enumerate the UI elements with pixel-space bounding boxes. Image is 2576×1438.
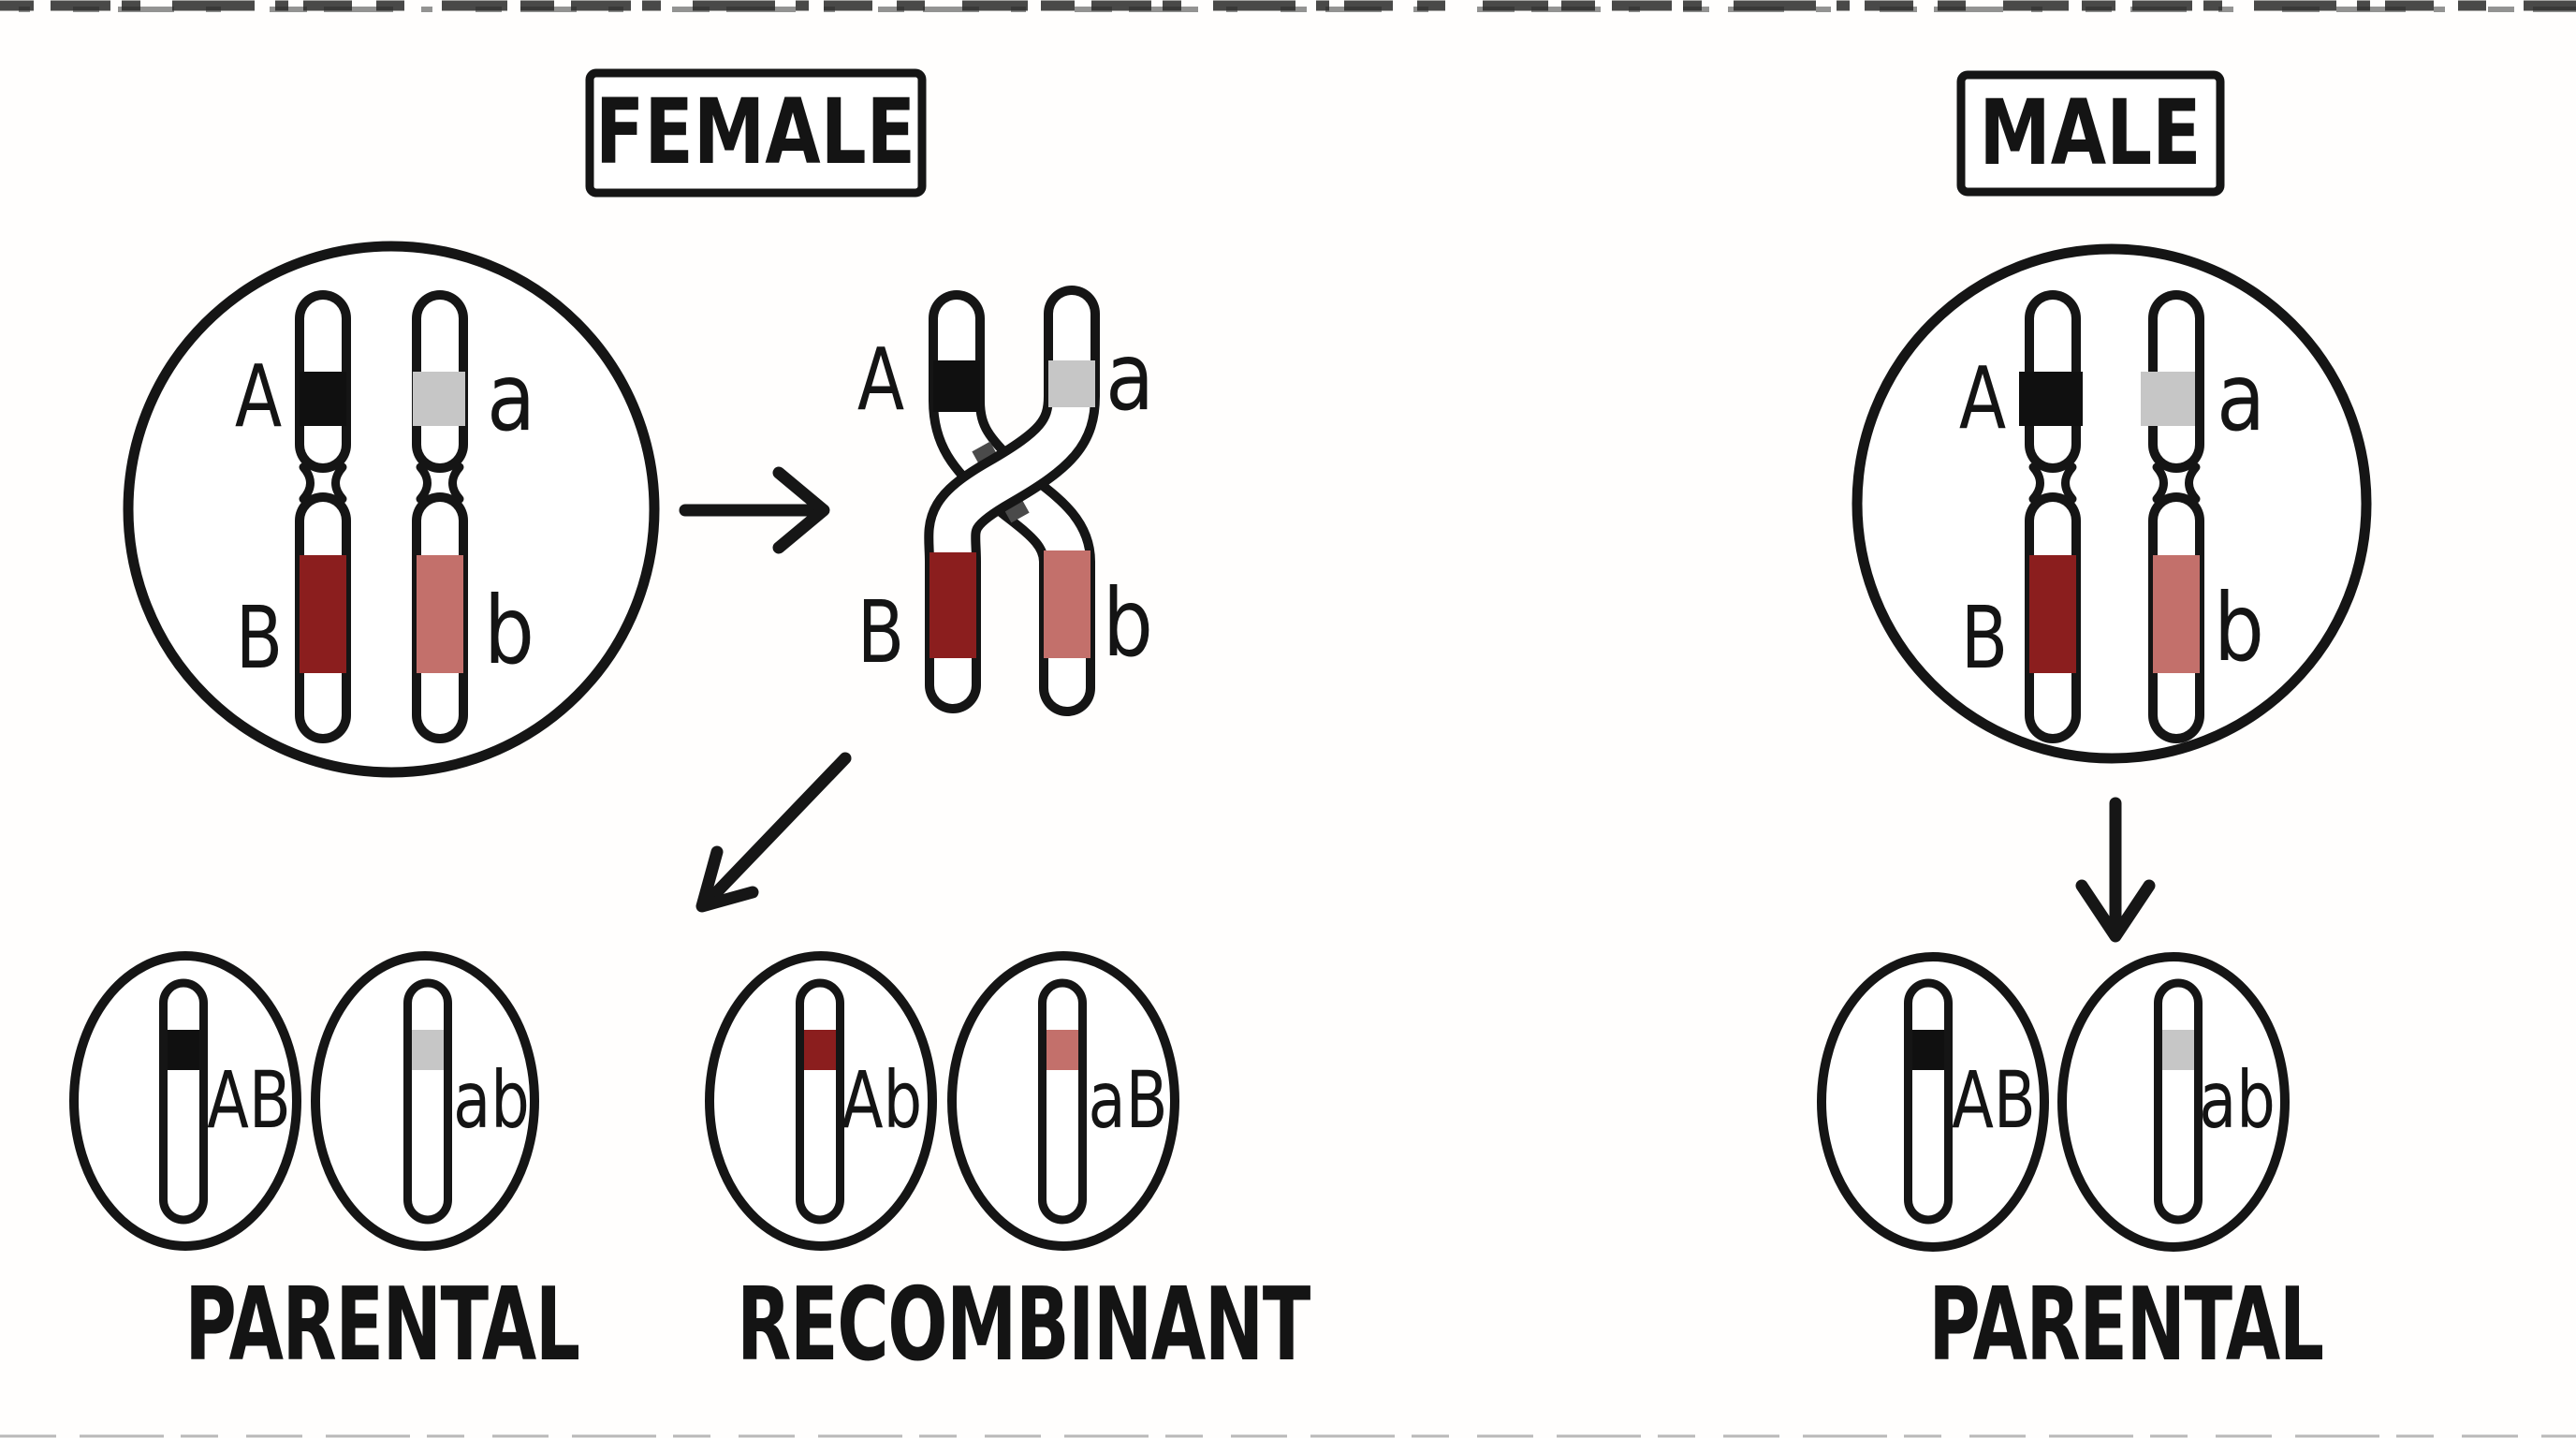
male-header-label: MALE [1979, 81, 2201, 186]
allele-band [1912, 1030, 1944, 1070]
chromatid [1904, 978, 1953, 1225]
cell-membrane [1852, 243, 2372, 764]
allele-band-a [2141, 372, 2195, 426]
gamete-cell-female-ab: ab [311, 951, 539, 1251]
gamete-cell-female-AB: AB [69, 951, 301, 1251]
male-section: MALE [1817, 70, 2372, 1383]
chromatid [1038, 978, 1087, 1225]
chromosome-AB [2019, 290, 2083, 743]
female-section: FEMALE [69, 68, 1312, 1383]
allele-band [168, 1030, 199, 1070]
allele-band [1046, 1030, 1078, 1070]
allele-label-A: A [857, 330, 904, 430]
allele-band-A [2019, 372, 2083, 426]
gamete-arrow-icon [2075, 797, 2156, 943]
gamete-arrow-icon [695, 752, 852, 913]
female-header-box [585, 68, 927, 198]
gamete-cell-male-AB: AB [1817, 952, 2049, 1252]
allele-label-a: a [2217, 343, 2265, 451]
crossing-over-figure: A a B b [857, 286, 1154, 716]
allele-band-A [300, 372, 346, 426]
allele-band [412, 1030, 444, 1070]
chromatid [2154, 978, 2203, 1225]
genotype-label: AB [1952, 1054, 2036, 1146]
genotype-label: ab [453, 1054, 530, 1146]
allele-band-a [1048, 360, 1095, 407]
allele-label-A: A [1959, 348, 2006, 448]
female-header-label: FEMALE [595, 80, 915, 185]
scan-artifact-top [0, 0, 2576, 12]
genotype-label: ab [2199, 1054, 2276, 1146]
allele-band-a [413, 372, 465, 426]
allele-band-B [300, 555, 346, 673]
gamete-cell-female-Ab: Ab [705, 951, 937, 1251]
female-parent-cell: A a B b [123, 241, 660, 778]
allele-label-b: b [2214, 573, 2264, 682]
male-parent-cell: A a B b [1852, 243, 2372, 764]
chromatid [796, 978, 844, 1225]
chromatid [159, 978, 208, 1225]
chromosome-ab [2141, 290, 2204, 743]
allele-label-B: B [236, 588, 283, 688]
male-header-box [1956, 70, 2225, 197]
allele-label-A: A [235, 346, 282, 447]
cell-membrane [123, 241, 660, 778]
male-header: MALE [1956, 70, 2225, 197]
allele-band-A [933, 360, 980, 412]
gamete-cell-female-aB: aB [947, 951, 1179, 1251]
chromatid [403, 978, 452, 1225]
allele-band-B [929, 552, 976, 658]
gamete-cell-male-ab: ab [2057, 952, 2290, 1252]
parental-label-female: PARENTAL [184, 1265, 578, 1383]
allele-label-a: a [487, 343, 535, 451]
genotype-label: aB [1088, 1054, 1167, 1146]
allele-label-B: B [857, 582, 904, 682]
allele-band-b [417, 555, 463, 673]
allele-label-B: B [1961, 588, 2008, 688]
genotype-label: AB [207, 1054, 291, 1146]
parental-label-male: PARENTAL [1928, 1265, 2322, 1383]
allele-band-b [2153, 555, 2200, 673]
allele-band-b [1044, 550, 1090, 658]
recombinant-label: RECOMBINANT [737, 1265, 1310, 1383]
chromosome-AB [295, 290, 351, 743]
female-header: FEMALE [585, 68, 927, 198]
crossover-arrow-icon [679, 466, 830, 554]
allele-band-B [2029, 555, 2076, 673]
allele-label-b: b [1103, 568, 1153, 677]
allele-label-b: b [484, 576, 534, 684]
allele-label-a: a [1105, 322, 1154, 431]
allele-band [804, 1030, 836, 1070]
chromosome-ab [412, 290, 468, 743]
genotype-label: Ab [842, 1054, 922, 1146]
allele-band [2162, 1030, 2194, 1070]
